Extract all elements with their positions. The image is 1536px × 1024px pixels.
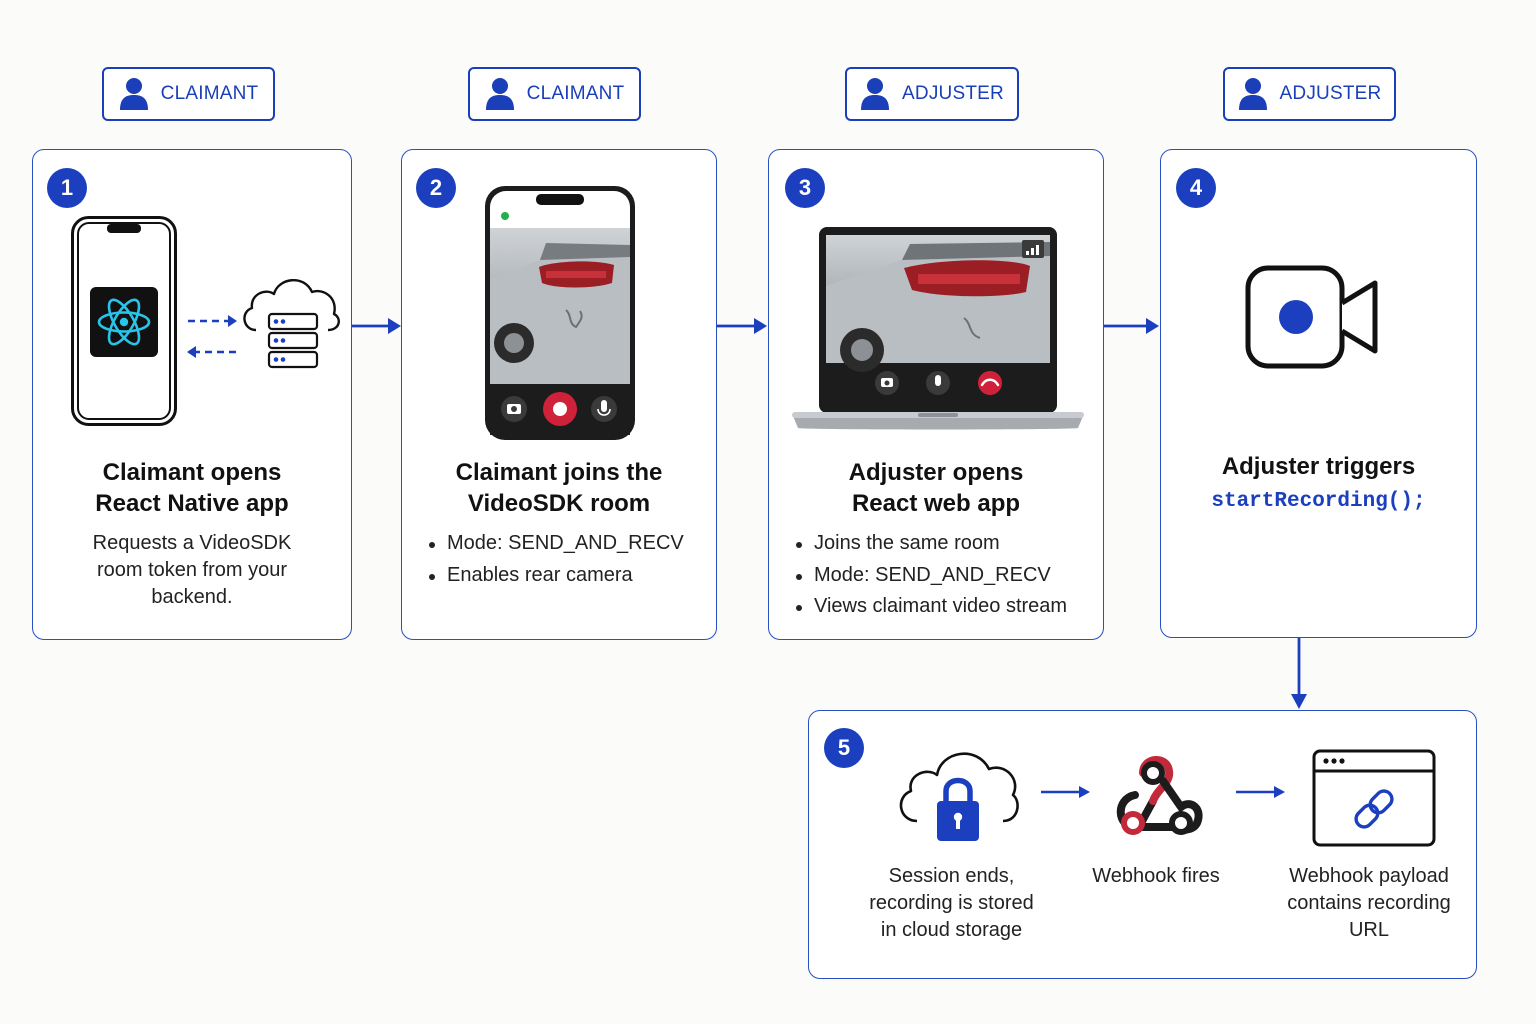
step-title: Adjuster triggers	[1221, 453, 1416, 480]
arrow-right	[1041, 786, 1090, 798]
flow-arrow	[1104, 318, 1159, 334]
laptop-icon	[792, 227, 1084, 430]
bullet-item: Views claimant video stream	[794, 591, 1067, 623]
role-label: ADJUSTER	[1279, 83, 1382, 104]
step-card-1: 1 Claimant opens React Native app Requ	[32, 149, 352, 640]
step-number: 2	[416, 168, 456, 208]
role-badge-adjuster: ADJUSTER	[845, 67, 1019, 121]
step-bullets: Mode: SEND_AND_RECV Enables rear camera	[427, 528, 684, 591]
step-number: 5	[824, 728, 864, 768]
step-title: Claimant joins the VideoSDK room	[455, 459, 663, 517]
bullet-item: Enables rear camera	[427, 560, 684, 592]
cloud-lock-icon	[899, 752, 1019, 841]
step-card-5: 5 Session ends, recor	[808, 710, 1477, 979]
step-card-2: 2 Claimant joins the VideoSDK room Mode:…	[401, 149, 717, 640]
role-badge-claimant: CLAIMANT	[102, 67, 275, 121]
role-label: CLAIMANT	[160, 83, 259, 104]
person-icon	[119, 77, 149, 111]
role-badge-claimant: CLAIMANT	[468, 67, 641, 121]
video-camera-icon	[1245, 265, 1378, 369]
step-number: 4	[1176, 168, 1216, 208]
browser-link-icon	[1312, 749, 1436, 847]
bullet-item: Mode: SEND_AND_RECV	[794, 560, 1067, 592]
step-bullets: Joins the same room Mode: SEND_AND_RECV …	[794, 528, 1067, 623]
step-card-3: 3 Adjuster opens React web app Joins the…	[768, 149, 1104, 640]
step-card-4: 4 Adjuster triggers startRecording();	[1160, 149, 1477, 638]
person-icon	[1238, 77, 1268, 111]
step-number: 1	[47, 168, 87, 208]
step-title: Adjuster opens React web app	[848, 459, 1024, 517]
code-snippet: startRecording();	[1211, 490, 1426, 513]
step-title: Claimant opens React Native app	[95, 459, 289, 517]
flow-arrow	[717, 318, 767, 334]
bullet-item: Mode: SEND_AND_RECV	[427, 528, 684, 560]
arrow-right	[1236, 786, 1285, 798]
role-label: CLAIMANT	[526, 83, 625, 104]
step5-caption-payload: Webhook payload contains recording URL	[1287, 865, 1451, 941]
flow-arrow-down	[1291, 638, 1307, 709]
bullet-item: Joins the same room	[794, 528, 1067, 560]
step-description: Requests a VideoSDK room token from your…	[92, 532, 292, 608]
webhook-icon	[1116, 756, 1203, 835]
cloud-server-icon	[243, 279, 340, 369]
person-icon	[860, 77, 890, 111]
step5-caption-storage: Session ends, recording is stored in clo…	[869, 865, 1034, 941]
step5-caption-webhook: Webhook fires	[1092, 865, 1220, 887]
flow-arrow	[352, 318, 401, 334]
person-icon	[485, 77, 515, 111]
step-number: 3	[785, 168, 825, 208]
role-badge-adjuster: ADJUSTER	[1223, 67, 1396, 121]
role-label: ADJUSTER	[902, 83, 1004, 104]
request-response-arrows	[187, 315, 237, 358]
react-logo-icon	[90, 287, 158, 357]
smartphone-icon	[485, 186, 635, 440]
